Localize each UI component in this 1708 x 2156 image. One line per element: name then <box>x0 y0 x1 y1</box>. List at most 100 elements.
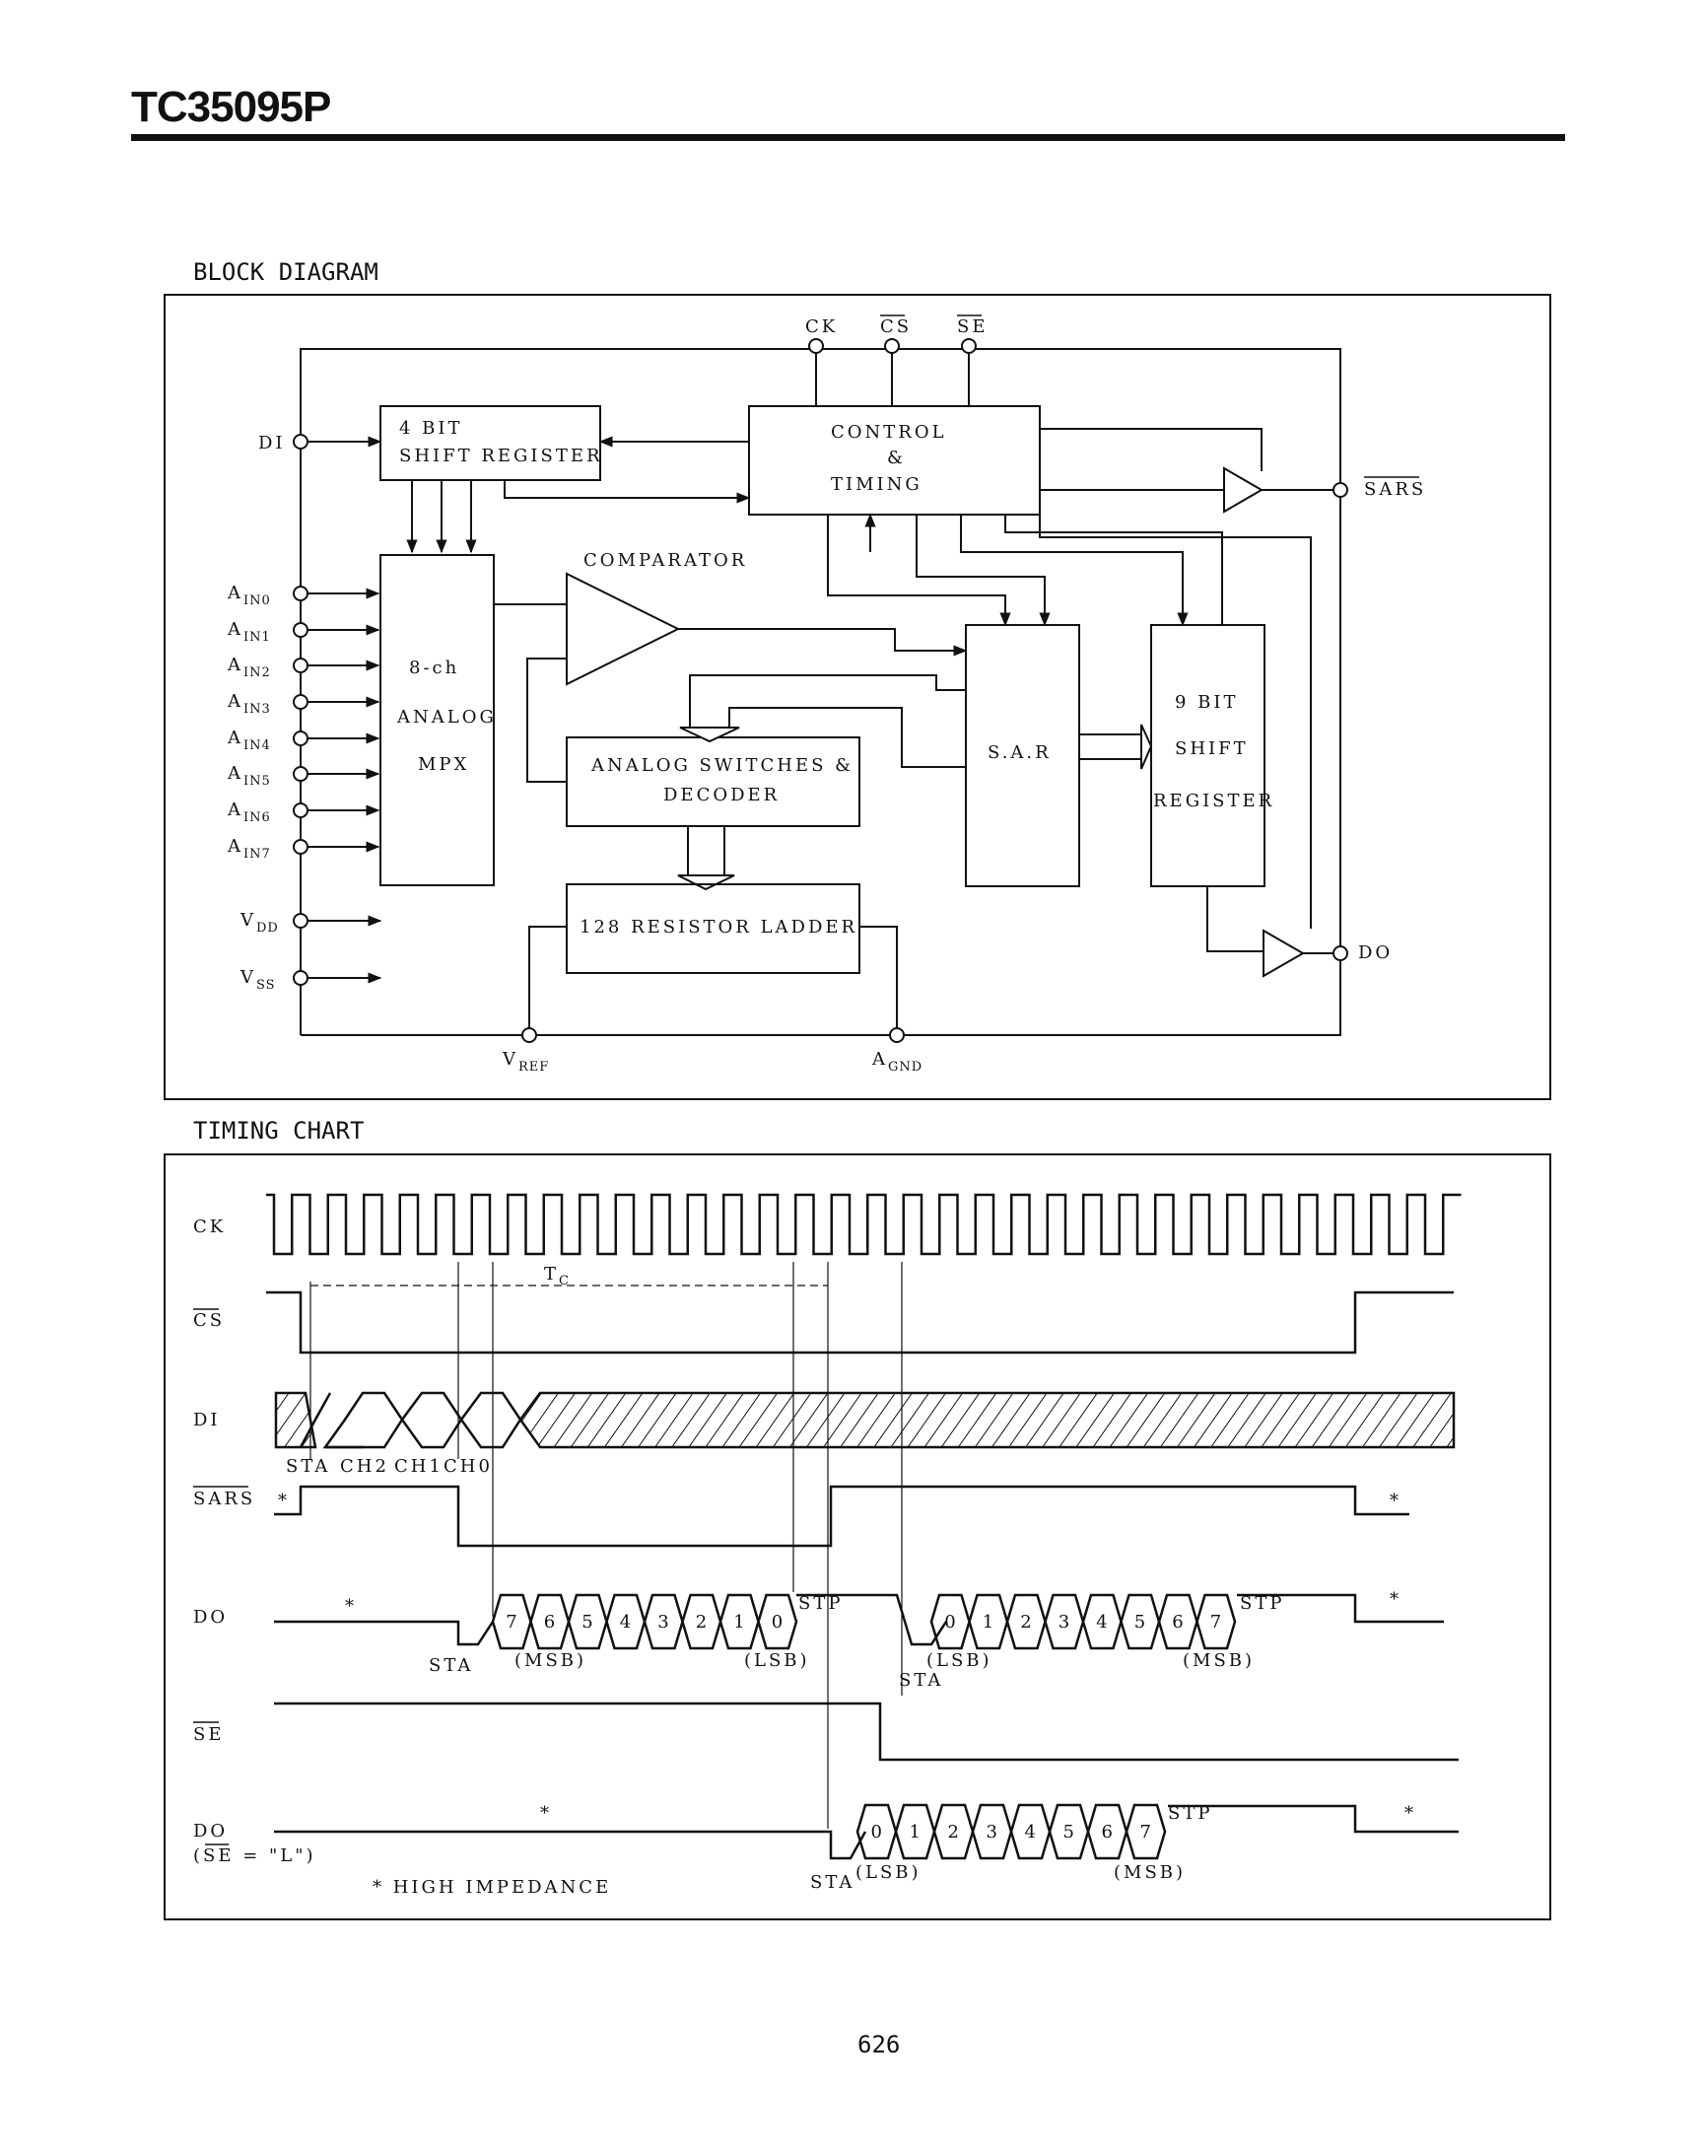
bit-label: 0 <box>871 1822 885 1843</box>
bit-label: 1 <box>983 1612 996 1633</box>
do-sta-label: STA <box>429 1655 473 1676</box>
shift9-line2: SHIFT <box>1175 738 1249 759</box>
power-bus <box>300 348 1341 1036</box>
bit-label: 1 <box>733 1612 747 1633</box>
do-lsb-cells <box>929 1593 1237 1650</box>
do2-stp-label: STP <box>1168 1803 1212 1824</box>
block-diagram-frame <box>164 294 1551 1100</box>
do-hiz-right: * <box>1390 1589 1401 1610</box>
sars-waveform <box>274 1485 1409 1548</box>
comparator <box>566 572 681 686</box>
do-stp2-label: STP <box>1240 1593 1284 1614</box>
do2-msb-label: (MSB) <box>1114 1862 1186 1883</box>
control-timing-block <box>748 405 1041 516</box>
pin-vss-label: VSS <box>239 967 276 993</box>
bit-label: 6 <box>1172 1612 1186 1633</box>
mpx-line1: 8-ch <box>409 658 459 678</box>
shift9-line3: REGISTER <box>1153 791 1274 811</box>
di-hatch-start <box>274 1391 317 1449</box>
sars-hiz-left: * <box>278 1491 290 1511</box>
bit-label: 0 <box>944 1612 958 1633</box>
tc-label: TC <box>544 1264 570 1288</box>
bit-label: 1 <box>910 1822 923 1843</box>
block-diagram-title: BLOCK DIAGRAM <box>193 258 378 286</box>
bit-label: 7 <box>506 1612 519 1633</box>
bit-label: 6 <box>1102 1822 1116 1843</box>
svg-text:AIN6: AIN6 <box>227 800 271 825</box>
svg-text:AIN0: AIN0 <box>227 583 271 608</box>
control-line1: CONTROL <box>831 422 947 443</box>
sig-do2-cond: (SE = "L") <box>193 1845 316 1866</box>
do2-hiz-right: * <box>1404 1803 1416 1824</box>
do2-sta-label: STA <box>810 1872 854 1893</box>
analog-mpx <box>379 554 495 886</box>
ain-labels: AIN0 AIN1 AIN2 AIN3 AIN4 AIN5 AIN6 AIN7 <box>227 583 271 862</box>
header-rule <box>131 134 1565 141</box>
sars-hiz-right: * <box>1390 1491 1401 1511</box>
do2-hiz-left: * <box>540 1803 552 1824</box>
pin-vdd-label: VDD <box>239 910 279 936</box>
bit-label: 4 <box>1025 1822 1039 1843</box>
part-number: TC35095P <box>131 83 331 131</box>
cs-waveform <box>266 1290 1454 1355</box>
do-lsb2-label: (LSB) <box>926 1650 992 1671</box>
bit-label: 3 <box>987 1822 1000 1843</box>
di-hatch-end <box>518 1391 1456 1449</box>
di-data-cells <box>322 1391 522 1449</box>
sig-do-label: DO <box>193 1607 228 1628</box>
sig-ck-label: CK <box>193 1217 226 1237</box>
page-number: 626 <box>857 2031 901 2058</box>
bit-label: 4 <box>1096 1612 1110 1633</box>
svg-text:AIN7: AIN7 <box>227 836 271 862</box>
mpx-line3: MPX <box>418 754 469 775</box>
bit-label: 2 <box>1020 1612 1034 1633</box>
pin-di-label: DI <box>258 433 286 453</box>
bit-label: 7 <box>1210 1612 1224 1633</box>
sig-do2-label: DO <box>193 1821 228 1842</box>
se-waveform <box>274 1702 1459 1762</box>
pin-sars-label: SARS <box>1364 479 1426 500</box>
switches-line1: ANALOG SWITCHES & <box>590 755 854 776</box>
ladder-label: 128 RESISTOR LADDER <box>580 917 857 938</box>
do2-lsb-label: (LSB) <box>855 1862 922 1883</box>
di-ch2-label: CH2 <box>340 1456 389 1477</box>
pin-cs-label: CS <box>880 316 912 337</box>
bit-label: 0 <box>772 1612 786 1633</box>
svg-text:AIN2: AIN2 <box>227 655 271 680</box>
bit-label: 3 <box>1059 1612 1072 1633</box>
high-impedance-note: * HIGH IMPEDANCE <box>373 1877 611 1898</box>
sig-di-label: DI <box>193 1410 221 1430</box>
bit-label: 5 <box>581 1612 595 1633</box>
sig-cs-label: CS <box>193 1310 225 1331</box>
sig-se-label: SE <box>193 1724 224 1745</box>
bit-label: 5 <box>1063 1822 1077 1843</box>
pin-ck-label: CK <box>805 316 838 337</box>
shift4-line1: 4 BIT <box>399 418 463 439</box>
shift9-line1: 9 BIT <box>1175 692 1239 713</box>
svg-text:AIN3: AIN3 <box>227 691 271 717</box>
svg-text:AIN5: AIN5 <box>227 763 271 789</box>
bit-label: 2 <box>948 1822 962 1843</box>
do-lsb-label: (LSB) <box>744 1650 810 1671</box>
sar-block <box>965 624 1080 887</box>
do-waveform-start <box>274 1620 495 1646</box>
timing-chart-title: TIMING CHART <box>193 1117 365 1145</box>
di-ch1-label: CH1 <box>394 1456 444 1477</box>
pin-do-label: DO <box>1358 942 1393 963</box>
do-msb-label: (MSB) <box>514 1650 586 1671</box>
switches-line2: DECODER <box>663 785 780 805</box>
do-msb2-label: (MSB) <box>1183 1650 1255 1671</box>
do-stp-label: STP <box>798 1593 843 1614</box>
do-hiz-left: * <box>345 1596 357 1617</box>
bit-label: 4 <box>620 1612 634 1633</box>
svg-text:AIN4: AIN4 <box>227 728 271 753</box>
bit-label: 6 <box>544 1612 558 1633</box>
do-sta2-label: STA <box>899 1670 943 1691</box>
svg-text:AIN1: AIN1 <box>227 619 271 645</box>
sig-sars-label: SARS <box>193 1489 255 1509</box>
pin-se-label: SE <box>957 316 988 337</box>
ain-pins <box>293 586 380 855</box>
